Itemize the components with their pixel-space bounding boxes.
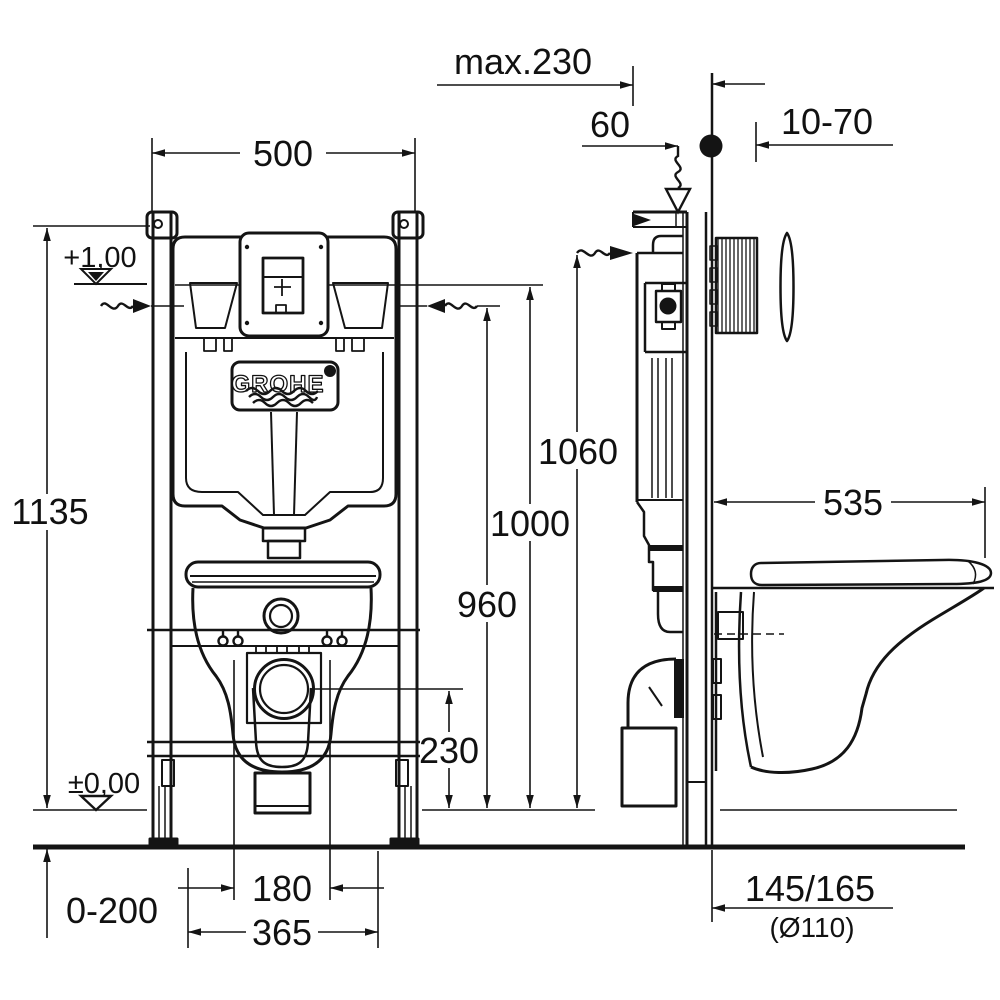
dim-outlet-width: 365 [187,851,379,953]
level-marks: +1,00 ±0,00 [63,242,147,812]
toilet-side [712,558,994,774]
dim-label-230: 230 [419,730,479,771]
front-view: GROHE [145,210,543,849]
dim-label-960: 960 [457,584,517,625]
inlet-connector [262,597,300,635]
dim-label-10-70: 10-70 [781,101,873,142]
dim-max-offset: max.230 [437,41,765,106]
toilet-front [184,560,382,815]
fixing-bolts [217,630,348,647]
dim-frame-height: 1135 [11,225,150,808]
actuation-arrows [99,146,692,313]
dim-label-1135: 1135 [11,491,88,532]
flush-plate-housing [238,231,330,338]
brand-plate: GROHE [230,360,340,412]
dim-foot-adjustment: 0-200 [43,849,158,938]
reference-dot [699,134,723,158]
drain-box [253,771,312,815]
dim-label-145-165: 145/165 [745,868,875,909]
dim-top-height: 1060 [536,255,620,808]
dim-bolt-spacing: 180 [178,660,384,909]
dim-seat-depth: 535 [714,482,986,558]
frame-rails [145,210,425,849]
dim-actuator-distance: 60 [582,104,678,150]
cistern-side [635,234,687,634]
dim-plate-top-height: 1000 [488,287,572,808]
internal-pipes [651,358,673,498]
dim-label-0-200: 0-200 [66,890,158,931]
dim-label-max230: max.230 [454,41,592,82]
dim-label-500: 500 [253,133,313,174]
dim-label-60: 60 [590,104,630,145]
drain-elbow-side [620,657,684,808]
dim-frame-width: 500 [151,133,416,212]
dim-label-365: 365 [252,912,312,953]
cover-plate [779,231,795,343]
dim-label-1000: 1000 [490,503,570,544]
registered-dot [324,365,336,377]
dim-label-dia110: (Ø110) [769,912,854,943]
frame-crossbars [147,628,420,758]
frame-side [632,210,706,847]
dim-outlet-height: 230 [314,688,479,808]
dimensions: 500 max.230 60 10-70 1135 + [11,41,986,953]
dim-plate-distance: 10-70 [755,101,893,162]
dim-label-535: 535 [823,482,883,523]
dim-label-1060: 1060 [538,431,618,472]
logo-waves [245,386,319,396]
side-view [620,73,994,847]
outlet-connector [245,645,323,725]
level-label-floor: ±0,00 [68,768,140,800]
seat-lid-side [749,558,993,587]
floor-lines [33,809,965,850]
flush-plate-side [709,231,795,343]
dim-label-180: 180 [252,868,312,909]
actuator-button [654,283,683,330]
dim-outlet-offset: 145/165 (Ø110) [711,850,893,943]
dim-actuation-height: 960 [455,308,519,808]
wall-lines [699,73,723,847]
flush-pipe [261,526,307,560]
